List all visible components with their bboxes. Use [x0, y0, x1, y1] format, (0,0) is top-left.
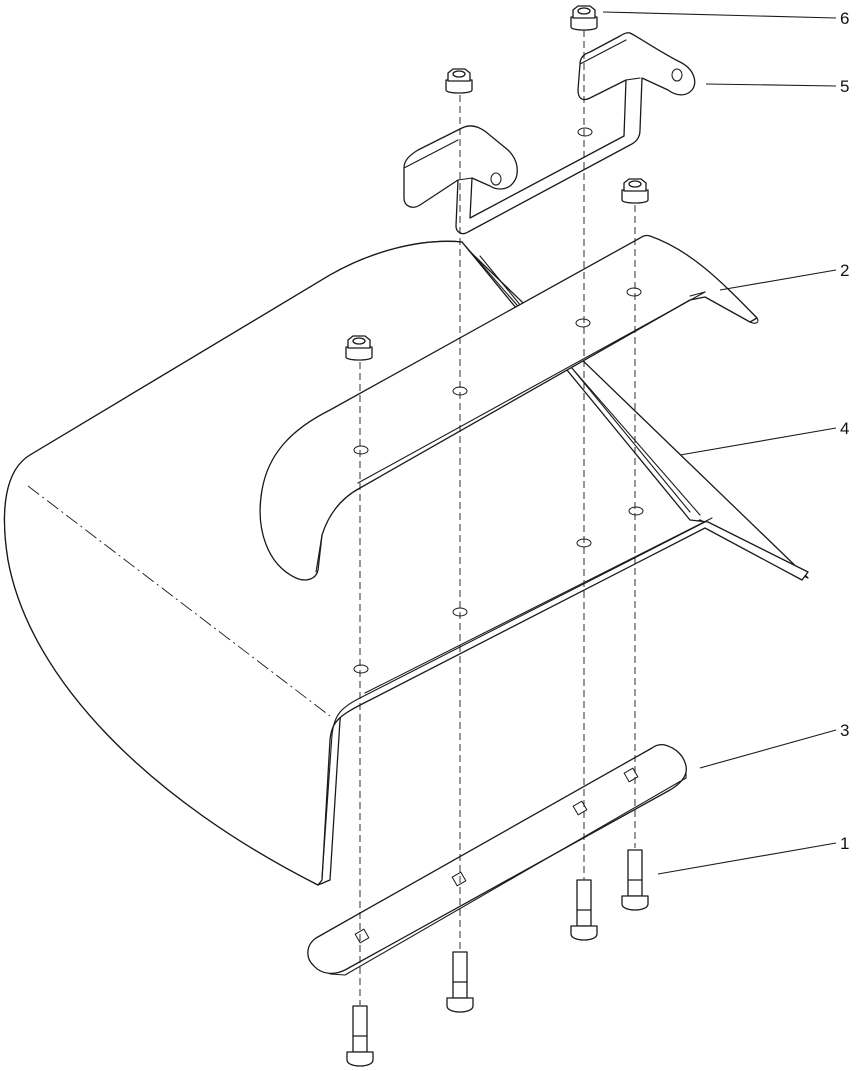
mounting-holes	[353, 127, 644, 674]
nut	[570, 5, 598, 31]
callout-6: 6	[840, 9, 849, 28]
callout-1: 1	[840, 834, 849, 853]
bolt	[621, 849, 649, 911]
callout-2: 2	[840, 261, 849, 280]
callout-4: 4	[840, 419, 849, 438]
callout-labels: 6 5 2 4 3 1	[840, 9, 849, 853]
bolt	[346, 1005, 374, 1067]
upper-bracket-plate	[259, 234, 759, 581]
bolt	[570, 879, 598, 941]
bolt	[446, 951, 474, 1013]
leader-lines	[602, 11, 837, 875]
deflector-body	[3, 240, 809, 886]
nut	[621, 178, 649, 204]
nut	[345, 335, 373, 361]
carriage-bolts	[346, 849, 649, 1067]
nut	[445, 68, 473, 94]
offset-bracket	[403, 32, 696, 235]
callout-5: 5	[840, 77, 849, 96]
callout-3: 3	[840, 721, 849, 740]
flange-nuts	[345, 5, 649, 361]
assembly-axis-lines	[359, 30, 636, 1005]
